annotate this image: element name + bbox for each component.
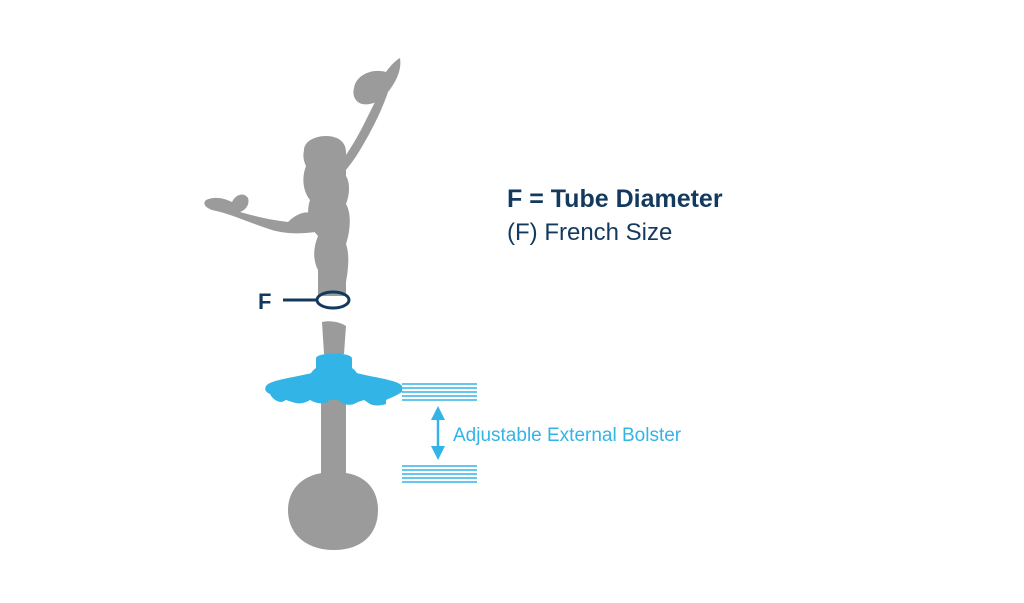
bolster-wing [265, 372, 402, 406]
tube-shaft-mid [322, 321, 346, 354]
legend-subtitle: (F) French Size [507, 219, 672, 246]
tube-port-body [303, 136, 350, 296]
tube-strap-right [338, 92, 388, 172]
feeding-tube-device [204, 58, 401, 550]
legend-title: F = Tube Diameter [507, 185, 723, 213]
f-marker-ring-icon [315, 290, 351, 310]
external-bolster [265, 353, 402, 406]
bolster-range-lines-bottom [402, 465, 477, 483]
f-marker: F [258, 289, 351, 314]
tube-side-arm [204, 194, 316, 234]
tube-balloon [288, 472, 378, 550]
double-arrow-icon [431, 406, 445, 460]
bolster-range-lines-top [402, 383, 477, 401]
bolster-label: Adjustable External Bolster [453, 425, 682, 446]
f-marker-label: F [258, 289, 271, 314]
tube-shaft-lower [321, 396, 346, 478]
tube-cap-top [353, 58, 401, 105]
